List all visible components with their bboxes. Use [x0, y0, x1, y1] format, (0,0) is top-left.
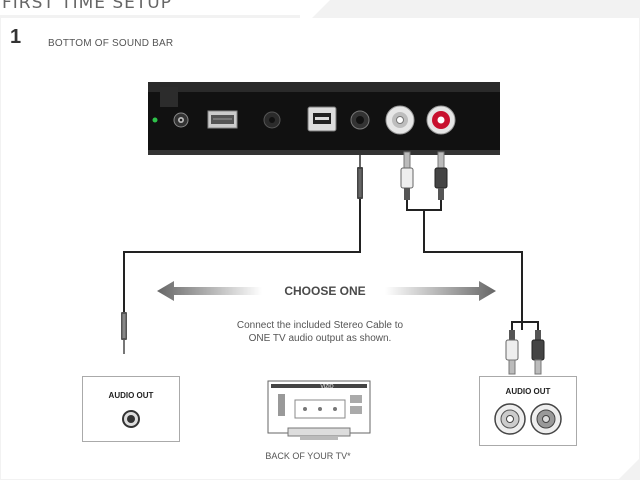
header-tab: FIRST TIME SETUP	[0, 0, 312, 15]
rca-plug-white-right	[505, 330, 519, 375]
arrow-right-icon	[385, 281, 496, 301]
tv-back-icon	[267, 380, 371, 440]
usb-port-icon	[307, 106, 337, 132]
page-title: FIRST TIME SETUP	[2, 0, 173, 13]
headphone-jack-icon	[122, 410, 140, 428]
rca-red-icon	[426, 105, 456, 135]
aux-plug-left	[121, 312, 127, 354]
cables	[123, 199, 539, 330]
step-number: 1	[10, 26, 22, 48]
rca-plug-red-top	[434, 151, 448, 200]
hdmi-port-icon	[207, 110, 238, 129]
arrow-left-icon	[157, 281, 262, 301]
rca-jacks-icon	[494, 403, 562, 435]
choose-one-label: CHOOSE ONE	[284, 284, 366, 298]
audio-out-label-left: AUDIO OUT	[108, 391, 154, 400]
audio-out-box-right: AUDIO OUT	[479, 376, 577, 446]
page-corner-fold	[618, 458, 640, 480]
audio-out-label-right: AUDIO OUT	[505, 387, 551, 396]
tv-brand: VIZIO	[320, 384, 333, 390]
rca-white-icon	[385, 105, 415, 135]
header-tab-slant	[300, 0, 330, 18]
instruction-line-1: Connect the included Stereo Cable to	[236, 320, 404, 331]
rca-plug-red-right	[531, 330, 545, 375]
optical-port-icon	[263, 111, 281, 129]
line-in-port-icon	[350, 110, 370, 130]
power-led-icon	[152, 117, 158, 123]
aux-jack-icon	[173, 112, 189, 128]
rca-plug-white-top	[400, 151, 414, 200]
instruction-text: Connect the included Stereo Cable to ONE…	[190, 319, 450, 345]
audio-out-box-left: AUDIO OUT	[82, 376, 180, 442]
aux-plug-top	[357, 155, 363, 199]
tv-caption: BACK OF YOUR TV*	[265, 451, 351, 461]
instruction-line-2: ONE TV audio output as shown.	[248, 333, 392, 344]
step-label: BOTTOM OF SOUND BAR	[48, 38, 174, 49]
